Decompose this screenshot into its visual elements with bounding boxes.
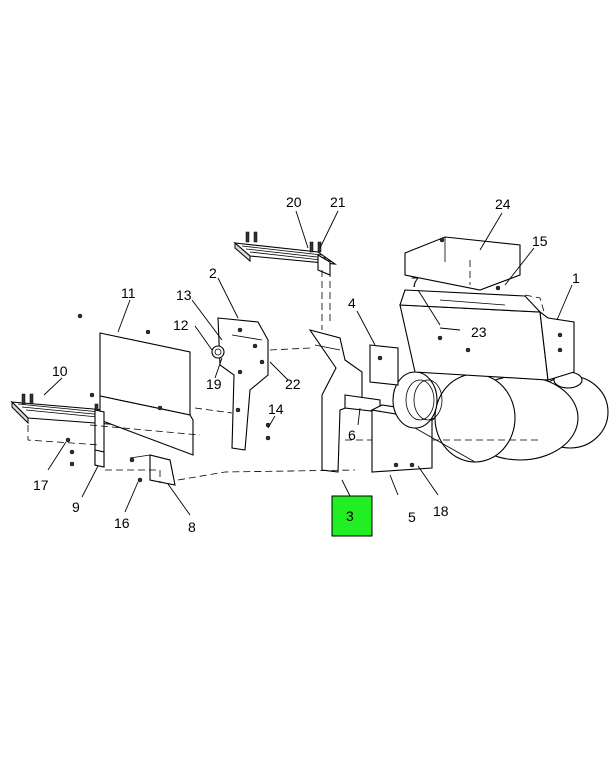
bracket-3 bbox=[308, 329, 363, 473]
cover-24 bbox=[404, 236, 521, 291]
callout-23[interactable]: 23 bbox=[471, 324, 487, 340]
callout-labels: 1 2 4 5 6 7 8 9 10 11 12 13 14 15 16 17 … bbox=[33, 194, 580, 535]
callout-3[interactable]: 3 bbox=[346, 508, 354, 524]
callout-1[interactable]: 1 bbox=[572, 270, 580, 286]
callout-19[interactable]: 19 bbox=[206, 376, 222, 392]
callout-16[interactable]: 16 bbox=[114, 515, 130, 531]
callout-17[interactable]: 17 bbox=[33, 477, 49, 493]
highlighted-callout-3[interactable]: 3 bbox=[331, 495, 373, 537]
callout-20[interactable]: 20 bbox=[286, 194, 302, 210]
leader-lines bbox=[43, 210, 573, 516]
panel-11 bbox=[77, 313, 194, 456]
callout-6[interactable]: 6 bbox=[348, 427, 356, 443]
callout-13[interactable]: 13 bbox=[176, 287, 192, 303]
assembly-lines bbox=[27, 260, 546, 483]
callout-7[interactable]: 7 bbox=[411, 274, 419, 290]
callout-24[interactable]: 24 bbox=[495, 196, 511, 212]
callout-5[interactable]: 5 bbox=[408, 509, 416, 525]
bracket-9 bbox=[94, 409, 105, 468]
callout-9[interactable]: 9 bbox=[72, 499, 80, 515]
callout-14[interactable]: 14 bbox=[268, 401, 284, 417]
grommet-12 bbox=[211, 345, 225, 359]
callout-11[interactable]: 11 bbox=[121, 285, 136, 301]
callout-18[interactable]: 18 bbox=[433, 503, 449, 519]
highlight-box[interactable] bbox=[331, 495, 373, 537]
bracket-2 bbox=[217, 317, 269, 451]
callout-15[interactable]: 15 bbox=[532, 233, 548, 249]
air-cleaner-assembly bbox=[369, 289, 609, 463]
callout-22[interactable]: 22 bbox=[285, 376, 301, 392]
fasteners-left bbox=[65, 437, 143, 483]
callout-10[interactable]: 10 bbox=[52, 363, 68, 379]
callout-12[interactable]: 12 bbox=[173, 317, 189, 333]
step-20 bbox=[233, 231, 338, 276]
callout-21[interactable]: 21 bbox=[330, 194, 346, 210]
callout-8[interactable]: 8 bbox=[188, 519, 196, 535]
callout-2[interactable]: 2 bbox=[209, 265, 217, 281]
bracket-8 bbox=[129, 454, 176, 486]
callout-4[interactable]: 4 bbox=[348, 295, 356, 311]
